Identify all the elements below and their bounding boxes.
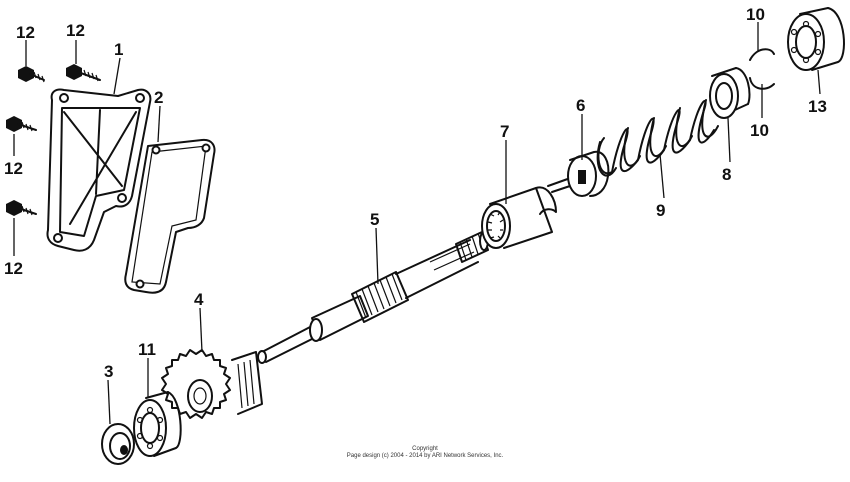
circlip-part-10-a bbox=[749, 48, 775, 61]
callout-12-top-left: 12 bbox=[16, 23, 35, 42]
main-shaft-part-5 bbox=[257, 231, 489, 364]
callout-2: 2 bbox=[154, 88, 163, 107]
callout-12-middle: 12 bbox=[4, 159, 23, 178]
gasket-part-2 bbox=[124, 138, 216, 294]
callout-1: 1 bbox=[114, 40, 123, 59]
callout-8: 8 bbox=[722, 165, 731, 184]
callout-4: 4 bbox=[194, 290, 204, 309]
callout-10-top: 10 bbox=[746, 5, 765, 24]
leader-lines bbox=[13, 22, 821, 425]
bolt-part-12-a bbox=[18, 66, 45, 83]
ball-bearing-part-11 bbox=[133, 391, 182, 457]
callout-3: 3 bbox=[104, 362, 113, 381]
bolt-part-12-c bbox=[6, 116, 37, 132]
callout-12-bottom: 12 bbox=[4, 259, 23, 278]
callout-7: 7 bbox=[500, 122, 509, 141]
cover-plate-part-1 bbox=[46, 88, 152, 252]
callout-11: 11 bbox=[138, 340, 156, 359]
callout-6: 6 bbox=[576, 96, 585, 115]
splined-sleeve-part-7 bbox=[481, 186, 557, 249]
callout-5: 5 bbox=[370, 210, 379, 229]
spring-washer-part-8 bbox=[709, 67, 751, 119]
copyright-line-1: Copyright bbox=[412, 446, 438, 452]
callout-13: 13 bbox=[808, 97, 827, 116]
ball-bearing-part-13 bbox=[787, 7, 845, 71]
seal-cap-part-3 bbox=[101, 423, 135, 465]
callout-9: 9 bbox=[656, 201, 665, 220]
gear-part-4 bbox=[161, 349, 263, 419]
copyright-line-2: Page design (c) 2004 - 2014 by ARI Netwo… bbox=[346, 453, 504, 459]
callout-12-top: 12 bbox=[66, 21, 85, 40]
circlip-part-10-b bbox=[749, 77, 775, 90]
coil-spring-part-9 bbox=[596, 99, 719, 177]
bolt-part-12-b bbox=[66, 64, 101, 82]
bolt-part-12-d bbox=[6, 200, 37, 216]
copyright-notice: Copyright Page design (c) 2004 - 2014 by… bbox=[0, 446, 850, 460]
callout-10-bottom: 10 bbox=[750, 121, 769, 140]
callout-labels: 12 12 1 2 12 12 5 7 6 9 8 10 10 13 4 11 … bbox=[4, 5, 827, 381]
